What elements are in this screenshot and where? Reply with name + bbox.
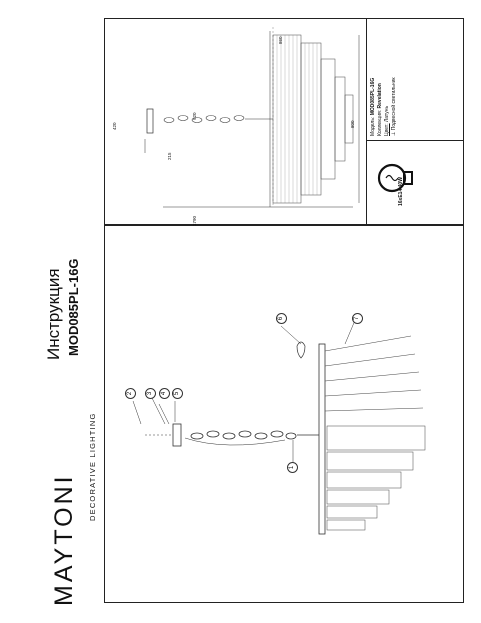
dimension-drawing <box>144 27 360 208</box>
dim-bottom-width: 420 <box>112 122 117 130</box>
assembly-drawing <box>132 317 426 535</box>
callout-2: 2 <box>125 388 136 399</box>
bulb-divider <box>366 140 464 141</box>
callout-4: 4 <box>159 388 170 399</box>
dim-shade-width: 800 <box>350 120 355 128</box>
candle-bulb-icon <box>296 341 306 359</box>
dim-height-body: 920 <box>192 112 197 120</box>
spec-divider <box>366 18 367 225</box>
spec-collection-value: Revelation <box>377 83 383 109</box>
assembly-panel <box>104 225 464 603</box>
dim-top-width: 860 <box>278 36 283 44</box>
spec-block: Модель: MOD085PL-16G Коллекция: Revelati… <box>370 77 398 136</box>
canopy <box>172 423 182 447</box>
callout-3: 3 <box>145 388 156 399</box>
brand-tagline: DECORATIVE LIGHTING <box>88 412 97 521</box>
spec-model-value: MOD085PL-16G <box>370 77 376 116</box>
chain <box>190 430 297 440</box>
document-model: MOD085PL-16G <box>66 258 81 356</box>
crystal-tiers <box>324 335 426 531</box>
brand-logo: MAYTONI <box>50 473 78 606</box>
light-bulb-icon <box>377 163 413 193</box>
bulb-spec: 16xE14 40W <box>398 177 404 206</box>
dimensions-panel <box>104 18 464 225</box>
callout-6: 6 <box>276 313 287 324</box>
spec-model-label: Модель: <box>370 116 376 136</box>
callout-1: 1 <box>287 462 298 473</box>
callout-5: 5 <box>172 388 183 399</box>
dim-chain-link: 215 <box>167 152 172 160</box>
spec-type-value: Подвесной светильник <box>391 77 397 131</box>
spec-color-value: Латунь <box>384 105 390 123</box>
spec-collection-label: Коллекция: <box>377 109 383 136</box>
pendant-icon: ⊥ <box>391 131 397 136</box>
document-title: Инструкция <box>44 268 63 360</box>
dim-height-full: 1790 <box>192 215 197 226</box>
spec-color-label: Цвет: <box>384 123 390 136</box>
callout-7: 7 <box>352 313 363 324</box>
